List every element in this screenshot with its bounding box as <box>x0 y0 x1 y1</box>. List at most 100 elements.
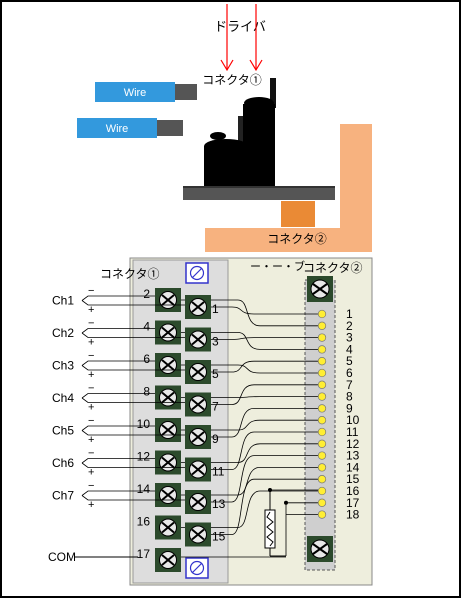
connector2-pin-label: 11 <box>346 425 359 439</box>
connector2-pin-label: 2 <box>346 319 353 333</box>
connector2-pin-label: 12 <box>346 437 360 451</box>
minus-sign: − <box>88 285 94 297</box>
channel-label: Ch3 <box>52 359 74 373</box>
wire-trace <box>181 396 318 398</box>
channel-lead-minus <box>81 458 155 464</box>
left-terminal-label: 6 <box>143 352 150 366</box>
wire-trace <box>181 364 318 374</box>
channel-lead-plus <box>81 300 185 306</box>
connector2-pin <box>317 510 327 519</box>
channel-lead-plus <box>81 462 185 468</box>
wire-trace <box>211 478 318 535</box>
plus-sign: + <box>88 304 94 316</box>
connector2-mid-label: コネクタ② <box>267 232 327 246</box>
top-marker <box>185 262 209 284</box>
connector2-pin <box>317 463 327 472</box>
connector2-top-screw <box>307 276 333 302</box>
channel-label: Ch6 <box>52 456 74 470</box>
right-terminal-9 <box>185 425 211 449</box>
right-terminal-label: 1 <box>212 302 219 316</box>
connector2-pin <box>317 392 327 401</box>
wire-trace <box>211 306 318 315</box>
channel-lead-minus <box>81 425 155 431</box>
connector2-pin <box>317 404 327 413</box>
right-terminal-5 <box>185 360 211 384</box>
driver-arrows <box>220 4 263 72</box>
connector2-pin <box>317 309 327 319</box>
left-terminal-6 <box>155 353 181 377</box>
right-terminal-13 <box>185 490 211 514</box>
connector2-pin-label: 9 <box>346 401 353 415</box>
left-terminal-label: 16 <box>137 515 151 529</box>
wire-1-label: Wire <box>124 87 147 99</box>
channel-lead-plus <box>81 365 185 371</box>
channel-label: Ch5 <box>52 424 74 438</box>
connector2-pin-label: 17 <box>346 496 360 510</box>
wire-trace <box>211 384 318 405</box>
minus-sign: − <box>88 350 94 362</box>
connector2-pin <box>317 486 327 496</box>
plus-sign: + <box>88 402 94 414</box>
connector2-block <box>281 201 315 227</box>
connector2-pin-label: 4 <box>346 342 353 356</box>
wire-trace <box>211 337 318 340</box>
left-terminal-2 <box>155 288 181 312</box>
partial-text: ー・ー・ブ <box>250 259 305 273</box>
left-terminal-label: 17 <box>137 547 151 561</box>
left-terminal-12 <box>155 450 181 475</box>
connector1-board-label: コネクタ① <box>100 267 160 281</box>
connector2-pin-label: 16 <box>346 484 360 498</box>
minus-sign: − <box>88 415 94 427</box>
right-terminal-15 <box>185 522 211 547</box>
left-terminal-14 <box>155 483 181 507</box>
connector2-pin <box>317 345 327 354</box>
plus-sign: + <box>88 337 94 349</box>
left-terminal-label: 4 <box>143 320 150 334</box>
left-terminal-label: 8 <box>143 385 150 399</box>
channel-label: Ch1 <box>52 294 74 308</box>
right-terminal-1 <box>185 295 211 319</box>
channel-lead-plus <box>81 430 185 436</box>
wire-trace <box>211 455 318 503</box>
channel-lead-minus <box>81 393 155 399</box>
minus-sign: − <box>88 383 94 395</box>
wire-trace <box>211 360 318 373</box>
right-terminal-label: 3 <box>212 335 219 349</box>
wire-trace <box>181 467 318 496</box>
connector2-pin-label: 7 <box>346 378 353 392</box>
channel-lead-minus <box>81 328 155 334</box>
connector2-pin <box>317 416 327 425</box>
left-terminal-label: 12 <box>137 450 151 464</box>
right-terminal-label: 9 <box>212 432 219 446</box>
internal-wiring <box>181 299 318 558</box>
channel-lead-plus <box>81 332 185 338</box>
connector2-pin <box>317 427 327 437</box>
wire-2: Wire <box>77 118 183 138</box>
left-terminal-label: 10 <box>137 417 151 431</box>
plus-sign: + <box>88 499 94 511</box>
wire-trace <box>181 443 318 463</box>
left-terminal-8 <box>155 385 181 410</box>
connector1-top-label: コネクタ① <box>202 73 262 87</box>
connector2-pin-label: 10 <box>346 413 360 427</box>
connector2-pin <box>317 368 327 378</box>
plus-sign: + <box>88 467 94 479</box>
right-terminal-3 <box>185 327 211 352</box>
bottom-marker <box>185 557 209 579</box>
left-terminal-17 <box>155 548 181 572</box>
wire-2-label: Wire <box>106 123 129 135</box>
left-terminal-4 <box>155 320 181 345</box>
connector2-pin-label: 18 <box>346 508 360 522</box>
connector2-pin <box>317 439 327 448</box>
minus-sign: − <box>88 318 94 330</box>
connector2-pin <box>317 475 327 484</box>
channel-lead-minus <box>81 295 155 301</box>
right-terminal-11 <box>185 457 211 482</box>
wire-trace <box>211 408 318 438</box>
plus-sign: + <box>88 369 94 381</box>
orange-plate-horizontal <box>205 228 372 252</box>
channel-lead-plus <box>81 397 185 403</box>
